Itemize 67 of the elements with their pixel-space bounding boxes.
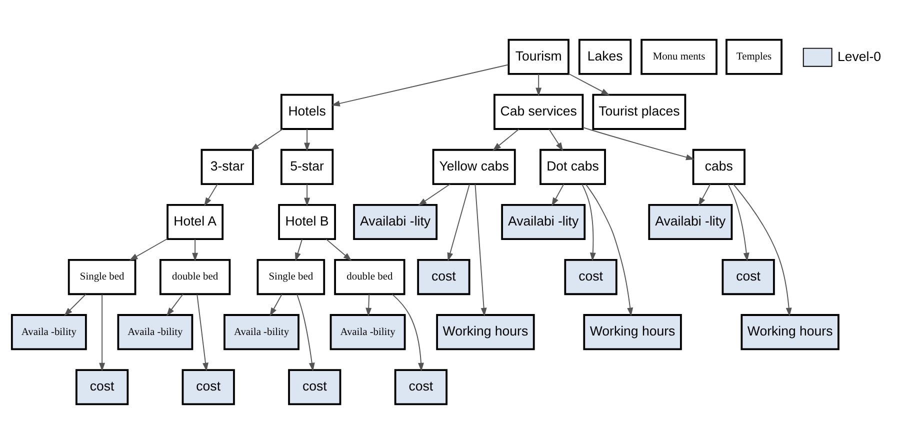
legend-label: Level-0 [838,48,882,64]
node-box: Availa -bility [224,314,300,350]
arrow [250,128,284,150]
node-box: Availa -bility [10,314,87,350]
node-box: Temples [726,38,782,74]
arrow [698,183,711,206]
node-box: double bed [159,258,231,295]
node-box: Availa -bility [330,314,406,350]
node-box: Working hours [583,314,682,350]
arrow [64,293,86,316]
node-box: Hotel A [166,203,224,240]
arrow [732,183,792,316]
node-box: Single bed [68,258,136,295]
node-box: Cab services [494,93,584,130]
node-box: cost [394,368,448,405]
arrow [166,293,184,316]
node-box: Availabi -lity [501,203,586,240]
node-box: Dot cabs [540,148,606,184]
node-box: cost [76,368,129,405]
arrow [192,238,198,261]
node-box: Lakes [578,38,632,74]
arrow [204,183,218,206]
arrow [270,293,282,316]
arrow [474,183,487,316]
node-box: Availa -bility [117,314,194,350]
node-box: Availabi -lity [648,203,733,240]
arrow [304,128,310,151]
arrow [568,72,610,95]
arrow [304,183,310,206]
arrow [728,183,750,261]
arrow [418,183,450,206]
node-box: Hotel B [278,203,336,240]
arrow [331,64,509,106]
node-box: double bed [334,258,406,295]
arrow [99,293,106,371]
arrow [536,73,542,96]
node-box: Single bed [256,258,326,295]
node-box: cabs [692,148,746,184]
arrow [392,293,424,371]
node-box: cost [722,258,775,295]
arrow [447,183,470,261]
arrow [129,238,168,260]
node-box: Yellow cabs [432,148,516,184]
arrow [366,293,372,316]
node-box: cost [182,368,235,405]
node-box: Tourist places [592,93,686,130]
arrow [296,293,315,371]
node-box: Hotels [280,93,334,130]
node-box: Tourism [508,38,570,74]
arrow [326,238,352,260]
arrow [552,183,564,206]
arrow [585,183,634,316]
arrow [492,128,520,150]
node-box: cost [417,258,470,295]
arrow [582,183,596,261]
node-box: 5-star [280,148,334,184]
arrow [295,238,303,261]
node-box: cost [288,368,342,405]
arrow [196,293,208,371]
node-box: 3-star [200,148,254,184]
node-box: cost [564,258,618,295]
node-box: Monu ments [640,38,718,74]
arrow [582,126,695,160]
arrow [548,128,564,151]
node-box: Working hours [740,314,840,350]
node-box: Availabi -lity [353,203,438,240]
node-box: Working hours [436,314,535,350]
